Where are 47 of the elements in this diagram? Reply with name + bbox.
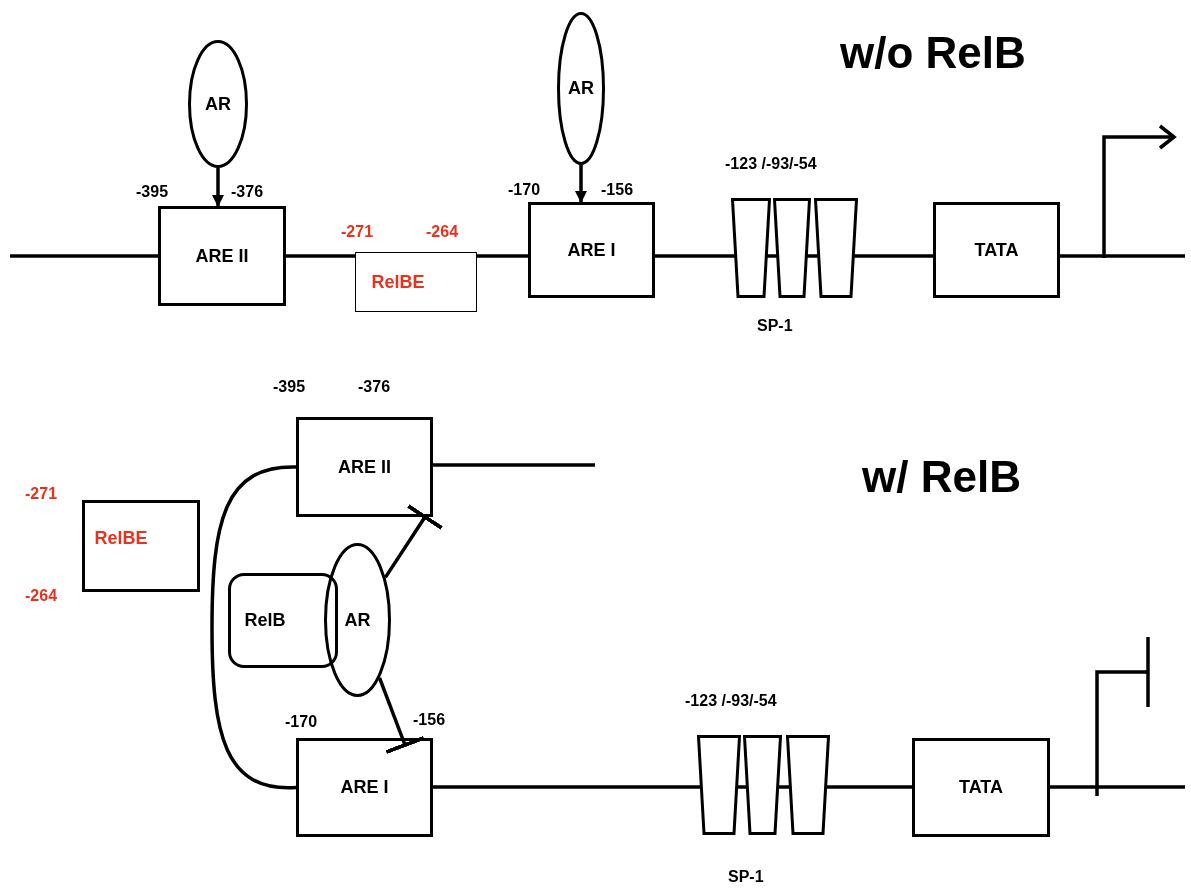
element-box	[933, 202, 1060, 298]
sp1-site-trapezoid	[814, 198, 858, 298]
sp1-site-trapezoid	[786, 735, 830, 835]
position-label: -170	[508, 181, 541, 199]
element-box	[912, 738, 1050, 837]
inhibition-line	[377, 677, 426, 755]
position-label: -264	[25, 587, 58, 605]
position-label: -123 /-93/-54	[725, 155, 817, 173]
position-label: -271	[341, 223, 374, 241]
dna-loop	[210, 465, 297, 790]
inhibition-line	[383, 504, 444, 579]
position-label: -170	[285, 713, 318, 731]
position-label: -376	[358, 378, 391, 396]
node-label: RelBE	[94, 527, 148, 549]
position-label: -271	[25, 485, 58, 503]
node-label: ARE I	[567, 239, 616, 261]
node-label: AR	[205, 93, 231, 115]
node-label: ARE II	[338, 456, 391, 478]
arrow	[575, 165, 587, 203]
arrow	[212, 168, 224, 207]
position-label: -156	[601, 181, 634, 199]
sp1-site-trapezoid	[731, 198, 771, 298]
panel-title: w/o RelB	[840, 28, 1026, 78]
protein-box	[228, 573, 338, 668]
position-label: -123 /-93/-54	[685, 692, 777, 710]
node-label: TATA	[959, 777, 1003, 798]
node-label: RelBE	[371, 271, 425, 293]
node-label: ARE I	[340, 777, 389, 798]
node-label: AR	[344, 609, 371, 631]
node-label: TATA	[974, 239, 1019, 261]
position-label: -395	[273, 378, 306, 396]
sp1-site-trapezoid	[743, 735, 782, 835]
sp1-site-trapezoid	[697, 735, 741, 835]
position-label: -156	[413, 711, 446, 729]
position-label: -264	[426, 223, 459, 241]
node-label: ARE II	[195, 245, 249, 267]
node-label: AR	[568, 78, 594, 99]
protein-oval	[188, 40, 248, 168]
sp1-site-trapezoid	[773, 198, 811, 298]
position-label: -376	[231, 183, 264, 201]
element-label: SP-1	[757, 317, 793, 335]
panel-title: w/ RelB	[862, 452, 1021, 502]
element-label: SP-1	[728, 868, 764, 886]
node-label: RelB	[244, 610, 286, 631]
position-label: -395	[136, 183, 169, 201]
protein-oval	[324, 543, 391, 697]
protein-oval	[557, 12, 605, 165]
